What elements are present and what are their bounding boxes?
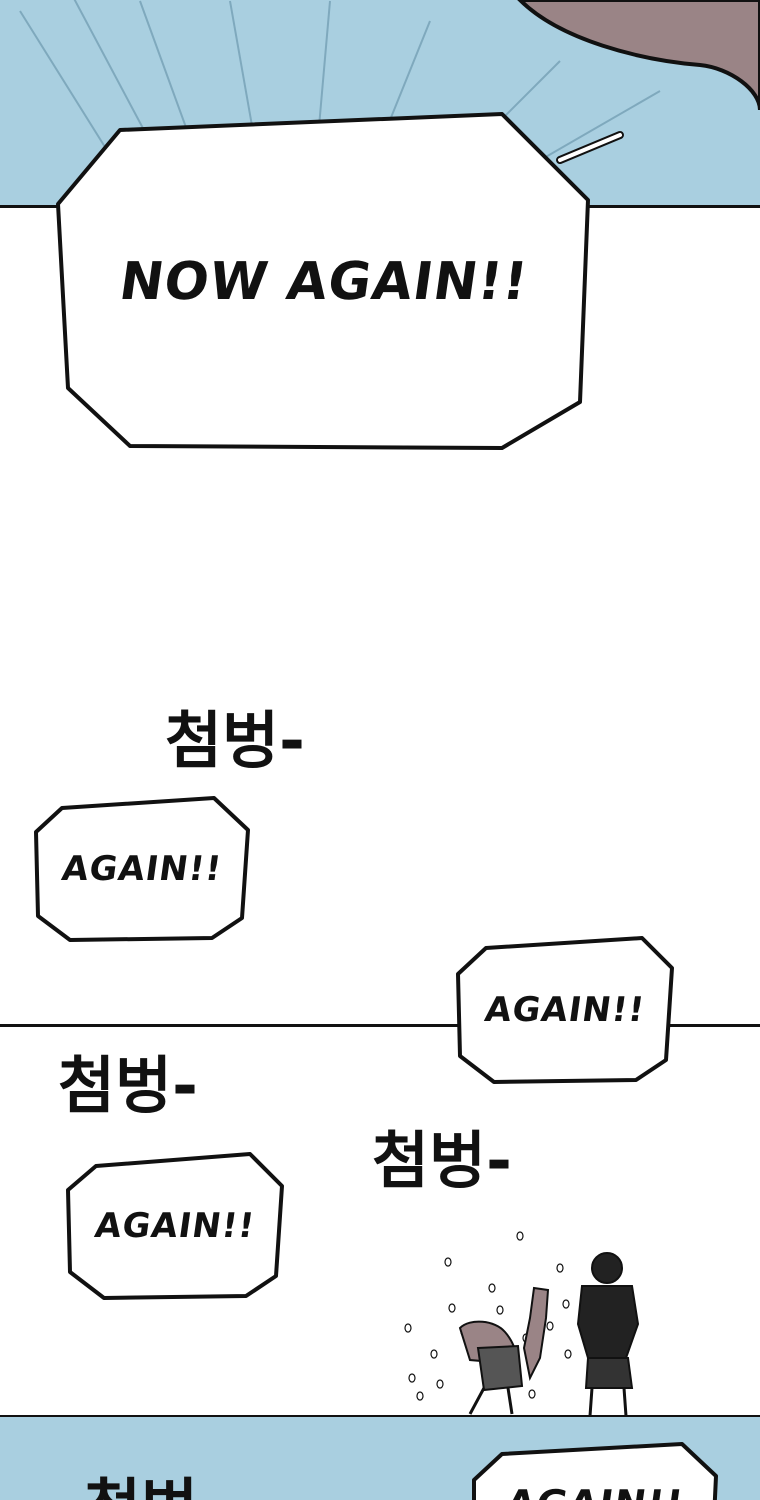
speech-bubble-now-again: NOW AGAIN!! [56,112,590,452]
splash-sound-effect: 첨벙 [84,1457,198,1500]
splash-sound-effect: 첨벙- [58,1049,198,1122]
bubble-text: AGAIN!! [482,990,648,1030]
bubble-text: AGAIN!! [59,849,225,889]
splash-sound-effect: 첨벙- [165,704,305,777]
speech-bubble-again: AGAIN!! [472,1442,718,1500]
characters-illustration [400,1228,650,1418]
splash-sound-effect: 첨벙- [372,1124,512,1197]
arm-shape [517,0,760,164]
speech-bubble-again: AGAIN!! [34,796,250,942]
bottom-panel-background: 첨벙 AGAIN!! [0,1415,760,1500]
speech-bubble-again: AGAIN!! [66,1152,284,1300]
speech-bubble-again: AGAIN!! [456,936,674,1084]
bubble-text: AGAIN!! [92,1206,258,1246]
bubble-text: AGAIN!! [464,1442,727,1500]
bubble-text: NOW AGAIN!! [115,252,532,312]
panel-divider [0,1024,760,1027]
